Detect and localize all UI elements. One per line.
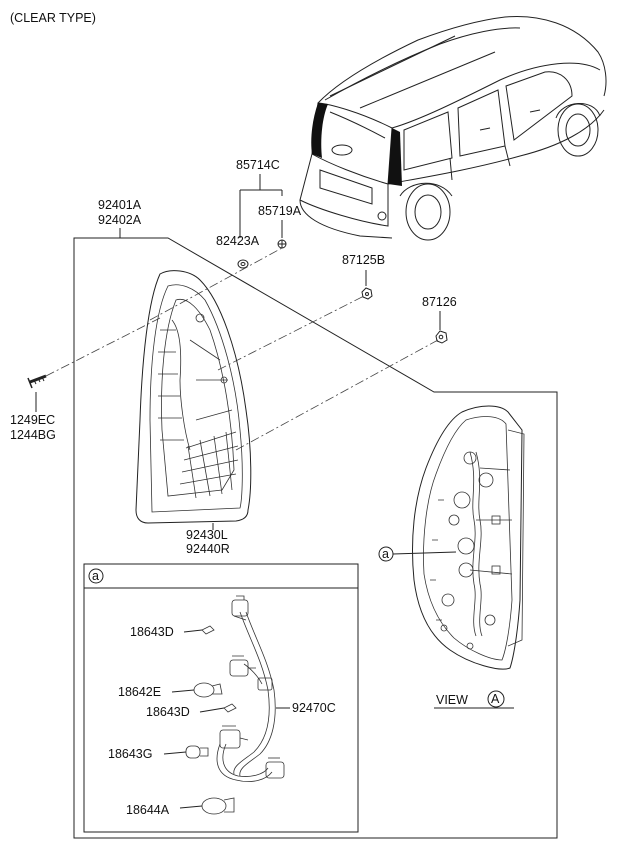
dash-leader-87126 (235, 339, 439, 451)
leader-18643G (163, 751, 187, 755)
part-label-92470C: 92470C (292, 701, 336, 715)
lamp-rear-view-a (412, 405, 525, 670)
nut-87126 (435, 330, 448, 344)
part-label-18643D-mid: 18643D (146, 705, 190, 719)
part-label-18643G: 18643G (108, 747, 152, 761)
bulb-18643G (185, 745, 209, 759)
view-label: VIEW (436, 693, 468, 707)
wiring-harness-92470C (216, 595, 285, 782)
part-label-92401A: 92401A (98, 198, 142, 212)
bulb-18643D-mid (223, 703, 237, 713)
part-label-92440R: 92440R (186, 542, 230, 556)
part-label-1249EC: 1249EC (10, 413, 55, 427)
leader-18643D-mid (199, 707, 225, 713)
nut-87125B (361, 287, 373, 300)
tail-lamp-lens-assembly (135, 270, 252, 524)
dash-leader-87125B (217, 295, 365, 371)
detail-marker-letter: a (92, 569, 99, 583)
leader-85714C (239, 174, 283, 238)
part-label-18644A: 18644A (126, 803, 170, 817)
highlighted-right-lamp (388, 128, 402, 186)
detail-box (83, 563, 359, 833)
part-label-85714C: 85714C (236, 158, 280, 172)
leader-18643D-top (183, 629, 203, 633)
bulb-18643D-top (201, 625, 215, 635)
vehicle-rear-illustration (299, 16, 607, 241)
leader-18642E (171, 689, 195, 693)
clear-type-label: (CLEAR TYPE) (10, 11, 96, 25)
part-label-82423A: 82423A (216, 234, 260, 248)
callout-leader (392, 551, 457, 555)
part-label-92402A: 92402A (98, 213, 142, 227)
part-label-87125B: 87125B (342, 253, 385, 267)
dash-leader-screw (45, 317, 161, 377)
part-label-87126: 87126 (422, 295, 457, 309)
highlighted-left-lamp (311, 103, 328, 158)
part-label-18642E: 18642E (118, 685, 161, 699)
clip-85719A (277, 239, 287, 249)
washer-82423A (237, 259, 249, 269)
bulb-18642E (193, 682, 223, 698)
part-label-92430L: 92430L (186, 528, 228, 542)
view-letter: A (491, 692, 500, 706)
part-label-85719A: 85719A (258, 204, 302, 218)
assembly-boundary (73, 237, 558, 839)
detail-marker-circle (88, 568, 104, 584)
part-label-18643D-top: 18643D (130, 625, 174, 639)
view-letter-circle (487, 690, 505, 708)
screw-1249EC (27, 374, 47, 389)
callout-marker-letter: a (382, 547, 389, 561)
part-label-1244BG: 1244BG (10, 428, 56, 442)
dash-leader-clip (149, 247, 283, 321)
leader-18644A (179, 805, 203, 809)
bulb-18644A (201, 797, 235, 815)
